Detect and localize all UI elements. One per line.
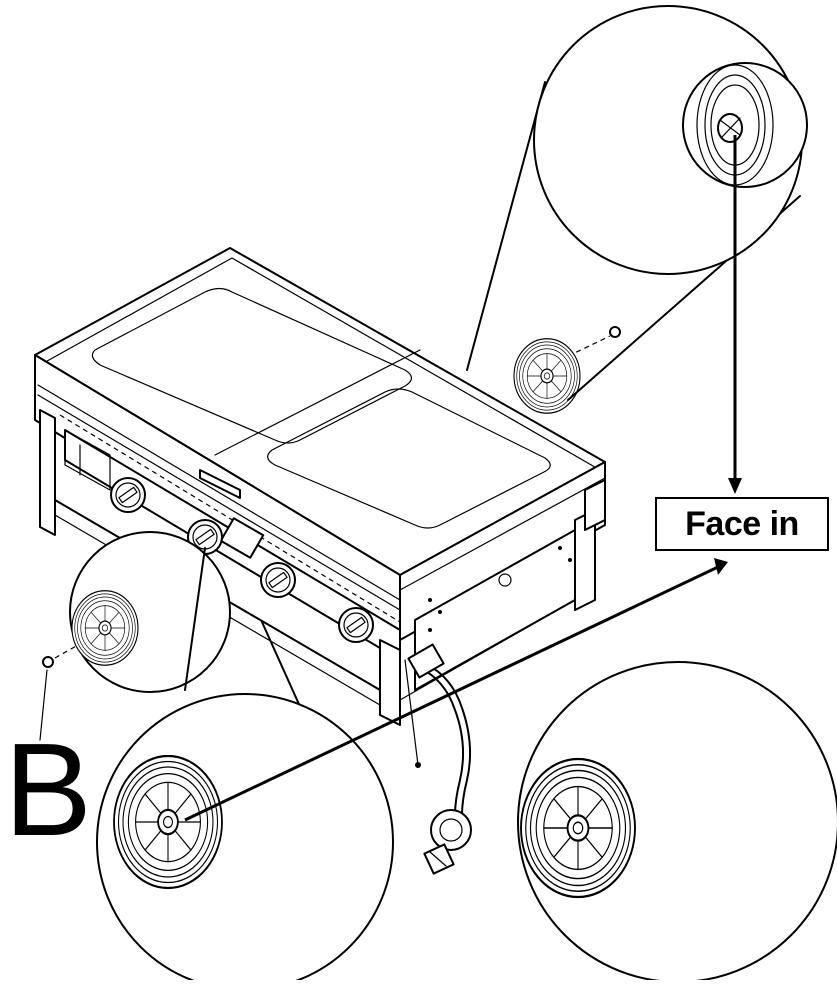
wheel-icon: [519, 757, 637, 899]
face-in-label: Face in: [655, 497, 829, 551]
wheel-icon: [513, 338, 581, 414]
wheel-icon: [71, 590, 139, 666]
lock-nut-icon: [609, 326, 621, 338]
lock-nut-icon: [42, 656, 54, 668]
gas-regulator-icon: [423, 809, 472, 875]
griddle-body: [34, 247, 606, 816]
control-knob-icon: [110, 477, 146, 513]
control-knob-icon: [338, 607, 374, 643]
control-knob-icon: [260, 562, 296, 598]
part-letter-b: B: [4, 716, 93, 863]
wheel-icon: [112, 754, 224, 890]
